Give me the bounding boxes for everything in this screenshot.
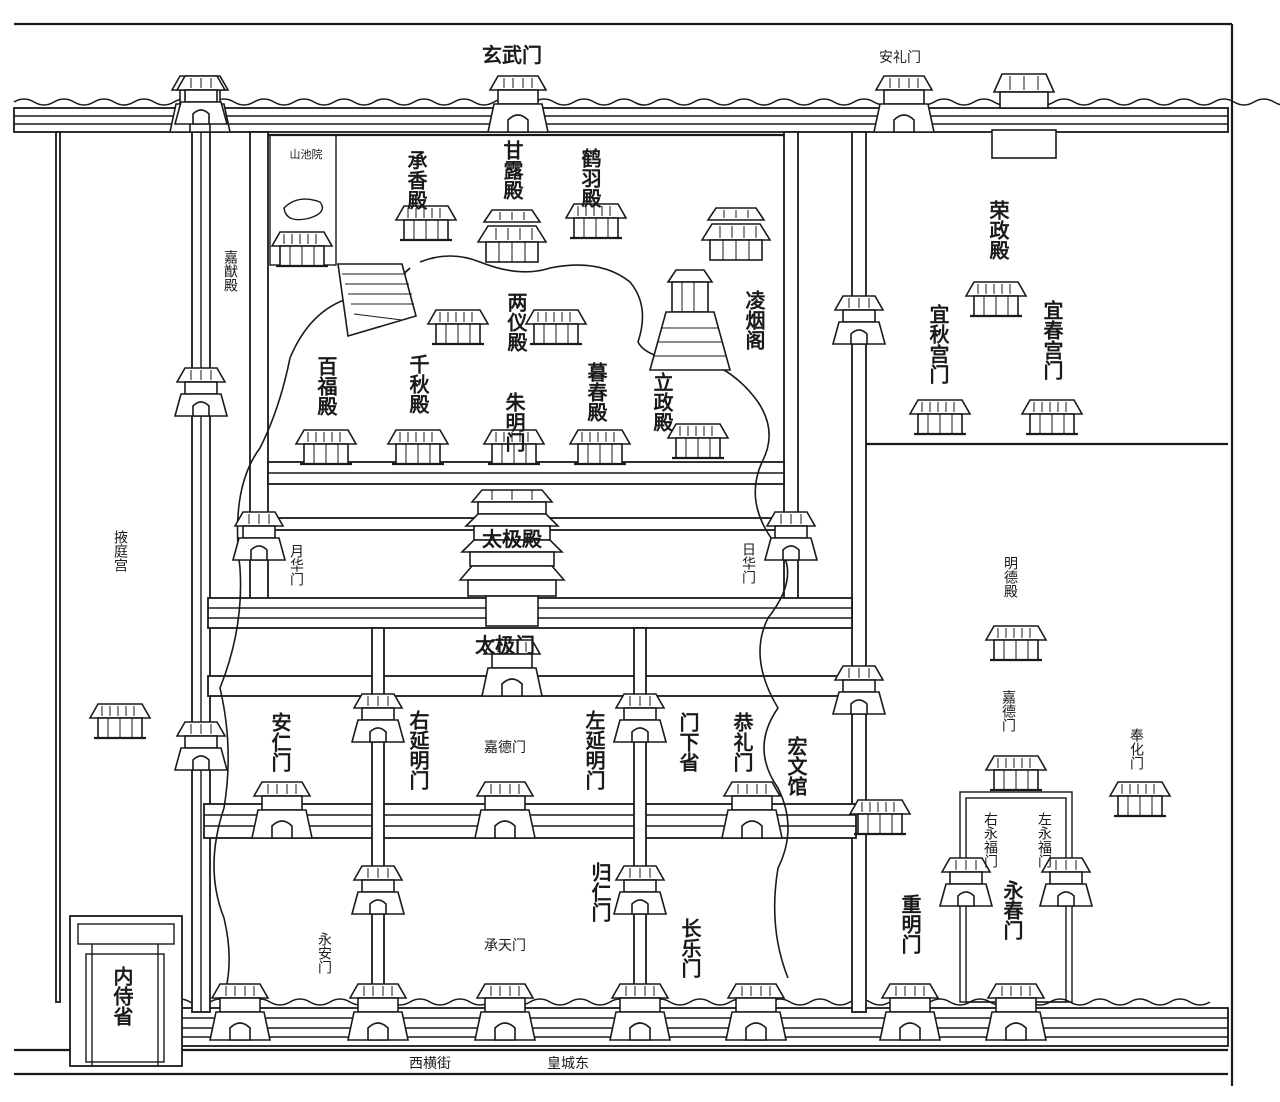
liangyi-hall-icon [524, 308, 588, 346]
anren-gate-icon [251, 781, 313, 839]
west-water-channel [213, 267, 411, 1009]
zuoyongfu-gate-label: 左永福门 [1036, 812, 1052, 869]
muchun-hall-icon [568, 428, 632, 466]
anren-gate-label: 安仁门 [268, 711, 292, 772]
yuehua-gate-label: 月华门 [288, 544, 304, 587]
yeting-gong-label: 掖庭宫 [112, 530, 128, 572]
xuanwu-gate-tower-icon [487, 75, 549, 133]
anli-gate-label: 安礼门 [879, 50, 921, 66]
jiade-gate-label: 嘉德门 [484, 740, 526, 756]
guiren-gate-label: 归仁门 [588, 861, 612, 922]
yichun-gate-label: 宜春宫门 [1040, 299, 1064, 380]
yongchun-gate-label: 永春门 [1000, 879, 1024, 940]
chongming-gate-label: 重明门 [898, 894, 922, 954]
zuoyanming-gate-tower-icon [613, 693, 667, 743]
shanchi-pavilion-icon [270, 230, 334, 268]
east-wall-post-1-icon [832, 295, 886, 345]
changle-south-gate-icon [609, 983, 671, 1041]
neishi-sheng-label: 内侍省 [110, 965, 134, 1027]
hongwen-side-pavilion-icon [848, 798, 912, 836]
heyu-hall-label: 鹤羽殿 [578, 147, 602, 209]
west-walls [55, 131, 1228, 1013]
yuehua-gate-tower-icon [232, 511, 286, 561]
lingyan-tower-icon [648, 269, 732, 371]
ganlu-hall-label: 甘露殿 [500, 140, 524, 201]
muchun-hall-label: 暮春殿 [584, 362, 608, 423]
pond-icon [283, 198, 324, 221]
chongming-gate-icon [879, 983, 941, 1041]
huangcheng-dong-label: 皇城东 [547, 1056, 589, 1072]
chengtian-gate-label: 承天门 [484, 938, 526, 954]
yichun-gate-icon [1020, 398, 1084, 436]
rihua-gate-tower-icon [764, 511, 818, 561]
xiheng-street-label: 西横街 [409, 1056, 451, 1072]
west-wall-post-3-icon [174, 721, 228, 771]
fenghua-gate-icon [1108, 780, 1172, 818]
west-wall-post-2-icon [174, 367, 228, 417]
jiade-gate-icon [474, 781, 536, 839]
qianqiu-hall-label: 千秋殿 [406, 354, 430, 415]
lizheng-hall-icon [666, 422, 730, 460]
baifu-hall-label: 百福殿 [314, 356, 338, 417]
yeting-pavilion-icon [88, 702, 152, 740]
gongli-gate-label: 恭礼门 [730, 711, 754, 772]
hongwen-guan-label: 宏文馆 [784, 735, 808, 797]
yongchun-gate-icon [985, 983, 1047, 1041]
baifu-hall-icon [294, 428, 358, 466]
anli-gate-tower-icon [873, 75, 935, 133]
se-gate-icon [725, 983, 787, 1041]
taiji-gate-label: 太极门 [475, 633, 535, 657]
yiqiu-gate-label: 宜秋宫门 [926, 303, 950, 384]
ganlu-hall-icon [477, 209, 547, 263]
xuanwu-gate-label: 玄武门 [482, 43, 542, 67]
chengxiang-hall-label: 承香殿 [404, 150, 428, 211]
sw-gate-icon [209, 983, 271, 1041]
lizheng-hall-label: 立政殿 [650, 371, 674, 433]
neishi-sheng-building [69, 915, 183, 1067]
youyanming-gate-label: 右延明门 [406, 709, 430, 790]
east-jiade-gate-icon [984, 754, 1048, 792]
taiji-hall-icon [458, 489, 566, 627]
fenghua-gate-label: 奉化门 [1128, 728, 1144, 771]
mingde-hall-icon [984, 624, 1048, 662]
zuoyanming-gate-label: 左延明门 [582, 709, 606, 790]
yongan-gate-tower-icon [351, 865, 405, 915]
youyongfu-gate-label: 右永福门 [982, 812, 998, 869]
youyanming-gate-tower-icon [351, 693, 405, 743]
chengtian-gate-icon [474, 983, 536, 1041]
yiqiu-gate-icon [908, 398, 972, 436]
terraced-hill-icon [337, 263, 417, 338]
yanxian-hall-label: 嘉猷殿 [222, 250, 238, 292]
mingde-hall-label: 明德殿 [1002, 556, 1018, 598]
west-liangyi-pavilion-icon [426, 308, 490, 346]
zhuming-gate-label: 朱明门 [502, 392, 526, 452]
lingyan-north-hall-icon [701, 207, 771, 261]
east-water-channel [419, 255, 789, 979]
taiji-hall-label: 太极殿 [482, 527, 543, 551]
rongzheng-hall-icon [964, 280, 1028, 318]
qianqiu-hall-icon [386, 428, 450, 466]
guiren-gate-tower-icon [613, 865, 667, 915]
liangyi-hall-label: 两仪殿 [504, 292, 528, 353]
chengxiang-hall-icon [394, 204, 458, 242]
lingyan-ge-label: 凌烟阁 [742, 289, 766, 350]
yongan-south-gate-icon [347, 983, 409, 1041]
ne-gate-tower-icon [991, 73, 1057, 159]
heyu-hall-icon [564, 202, 628, 240]
gongli-gate-icon [721, 781, 783, 839]
rongzheng-hall-label: 荣政殿 [986, 200, 1010, 261]
yongan-gate-label: 永安门 [316, 932, 332, 975]
rihua-gate-label: 日华门 [740, 542, 756, 585]
shanchi-yuan-label: 山池院 [290, 147, 323, 161]
menxia-sheng-label: 门下省 [676, 711, 700, 773]
east-jiade-gate-label: 嘉德门 [1000, 690, 1016, 733]
changle-gate-label: 长乐门 [678, 918, 702, 978]
